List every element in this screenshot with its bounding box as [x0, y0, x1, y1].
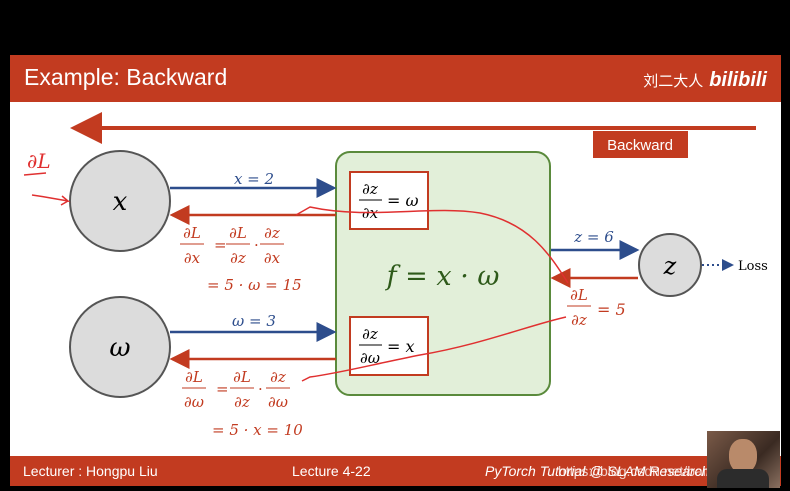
dzdx-rhs: = ω	[387, 191, 419, 210]
dLdw-result: = 5 · x = 10	[212, 421, 303, 439]
footer-lecture: Lecture 4-22	[292, 463, 371, 479]
dzdw-den: ∂ω	[360, 349, 380, 367]
dLdz-den: ∂z	[571, 311, 587, 329]
node-x	[69, 150, 171, 252]
node-w	[69, 296, 171, 398]
dLdx-eq: =	[214, 236, 227, 254]
dLdw-dz: ∂z	[234, 393, 250, 411]
handwritten-underline	[23, 172, 47, 176]
node-z	[638, 233, 702, 297]
slide-header: Example: Backward 刘二大人 bilibili	[10, 55, 781, 102]
watermark-url: https://blog.csdn.net/baimenglin	[558, 463, 755, 479]
dLdx-dL: ∂L	[229, 224, 247, 242]
dLdx-dx2: ∂x	[264, 249, 281, 267]
bilibili-logo: bilibili	[709, 69, 767, 91]
function-label: f = x · ω	[385, 261, 500, 292]
dLdz-rhs: = 5	[597, 300, 626, 319]
x-value: x = 2	[234, 170, 274, 188]
dLdx-dz: ∂z	[230, 249, 246, 267]
dLdx-dot: ·	[254, 236, 259, 254]
node-z-label: z	[663, 252, 677, 280]
computation-graph: Backward x ω z f = x · ω ∂z ∂x = ω ∂z ∂ω…	[23, 112, 768, 439]
footer-course: PyTorch Tutorial @ SLAM Research	[485, 463, 710, 479]
w-value: ω = 3	[232, 312, 276, 330]
dLdx-num: ∂L	[183, 224, 201, 242]
dzdw-num: ∂z	[362, 325, 378, 343]
dLdw-dL: ∂L	[233, 368, 251, 386]
loss-label: Loss	[738, 259, 768, 274]
backward-label: Backward	[607, 137, 673, 154]
slide: Example: Backward 刘二大人 bilibili Backward …	[10, 55, 781, 486]
dLdw-den: ∂ω	[184, 393, 204, 411]
slide-title: Example: Backward	[24, 64, 228, 90]
dzdw-rhs: = x	[387, 337, 415, 356]
footer-lecturer: Lecturer : Hongpu Liu	[23, 463, 158, 479]
brand-logo: 刘二大人 bilibili	[643, 69, 767, 92]
handwritten-curve-x	[295, 206, 569, 284]
dLdw-dw2: ∂ω	[268, 393, 288, 411]
dLdw-num: ∂L	[185, 368, 203, 386]
backward-badge	[593, 131, 688, 158]
dzdx-box	[349, 171, 429, 230]
webcam-face	[729, 439, 757, 473]
handwritten-dl: ∂L	[27, 149, 51, 173]
node-x-label: x	[113, 187, 128, 217]
slide-footer: Lecturer : Hongpu Liu Lecture 4-22 PyTor…	[10, 456, 781, 486]
dLdx-dz2: ∂z	[264, 224, 280, 242]
dLdw-eq: =	[216, 380, 229, 398]
webcam-shirt	[717, 469, 769, 488]
handwritten-curve-w	[301, 316, 567, 382]
dLdx-result: = 5 · ω = 15	[207, 276, 302, 294]
dzdx-num: ∂z	[362, 180, 378, 198]
brand-name: 刘二大人	[643, 73, 704, 90]
dzdw-box	[349, 316, 429, 376]
z-value: z = 6	[573, 228, 614, 246]
webcam-overlay	[707, 431, 780, 488]
dLdw-dz2: ∂z	[270, 368, 286, 386]
dLdw-dot: ·	[258, 380, 263, 398]
dLdz-num: ∂L	[570, 286, 588, 304]
dLdx-den: ∂x	[184, 249, 201, 267]
handwritten-arrow	[31, 194, 71, 206]
node-w-label: ω	[109, 333, 130, 363]
